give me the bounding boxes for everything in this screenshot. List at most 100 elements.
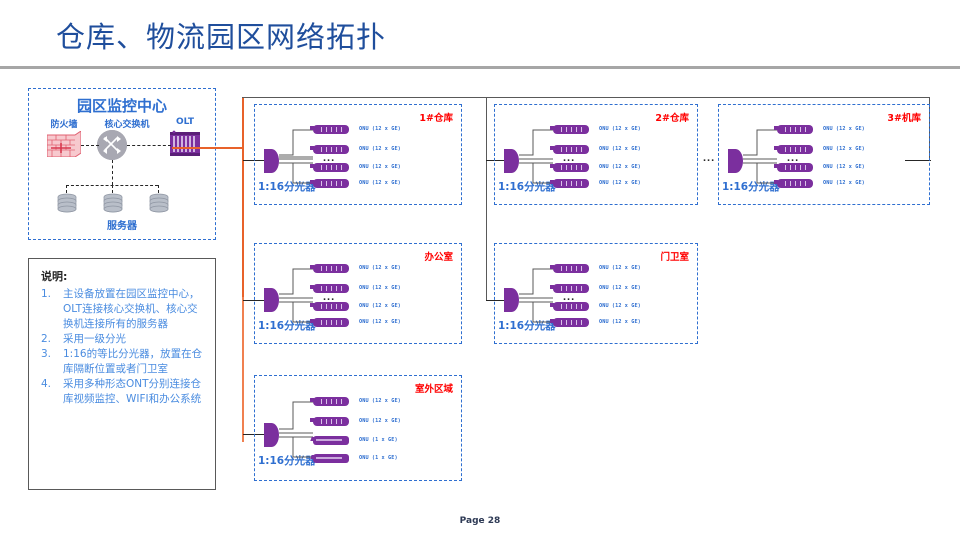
olt-label: OLT — [175, 117, 195, 127]
note-item: 3. 1:16的等比分光器，放置在仓库隔断位置或者门卫室 — [41, 347, 207, 377]
monitoring-center-title: 园区监控中心 — [76, 97, 167, 115]
ont-device — [550, 284, 589, 293]
ont-label: ONU (12 x GE) — [359, 303, 401, 309]
ont-device — [550, 163, 589, 172]
zone-chain-ellipsis: ... — [703, 152, 716, 164]
ont-device — [310, 302, 349, 311]
ont-device — [774, 163, 813, 172]
title-divider — [0, 66, 960, 69]
note-item: 4. 采用多种形态ONT分别连接仓库视频监控、WIFI和办公系统 — [41, 377, 207, 407]
ont-ellipsis: ... — [563, 291, 576, 303]
ont-device — [550, 302, 589, 311]
ont-device-small — [310, 454, 349, 463]
feeder-guard-room — [486, 300, 512, 302]
ont-ellipsis: ... — [563, 152, 576, 164]
ont-label: ONU (12 x GE) — [599, 265, 641, 271]
server-drop-1 — [66, 185, 67, 193]
note-text: 采用一级分光 — [63, 333, 126, 345]
ont-label: ONU (12 x GE) — [359, 180, 401, 186]
zone-warehouse-1: 1#仓库 1:16分光器 ... ONU (12 x GE) ONU (12 x… — [254, 104, 462, 205]
ont-device — [310, 284, 349, 293]
zone-bus-top — [242, 97, 930, 99]
ont-device — [310, 397, 349, 406]
ont-label: ONU (12 x GE) — [359, 146, 401, 152]
zone-title: 室外区域 — [414, 384, 453, 395]
splitter-icon — [728, 149, 743, 173]
splitter-label: 1:16分光器 — [498, 181, 556, 193]
note-number: 2. — [41, 333, 52, 345]
ont-label: ONU (1 x GE) — [359, 437, 398, 443]
core-switch-label: 核心交换机 — [104, 120, 150, 130]
splitter-branch-wires — [279, 401, 313, 458]
ont-device — [550, 179, 589, 188]
note-item: 2. 采用一级分光 — [41, 332, 207, 347]
splitter-label: 1:16分光器 — [258, 455, 316, 467]
splitter-icon — [264, 149, 279, 173]
feeder-warehouse-2 — [486, 160, 512, 162]
server-icon — [57, 193, 77, 217]
zone-title: 1#仓库 — [419, 113, 453, 124]
ont-label: ONU (12 x GE) — [359, 164, 401, 170]
zone-guard-room: 门卫室 1:16分光器 ... ONU (12 x GE) ONU (12 x … — [494, 243, 698, 344]
ont-device — [310, 318, 349, 327]
notes-panel: 说明: 1. 主设备放置在园区监控中心，OLT连接核心交换机、核心交换机连接所有… — [28, 258, 216, 490]
note-text: 采用多种形态ONT分别连接仓库视频监控、WIFI和办公系统 — [63, 378, 202, 405]
splitter-label: 1:16分光器 — [498, 320, 556, 332]
ont-label: ONU (12 x GE) — [359, 418, 401, 424]
splitter-icon — [504, 149, 519, 173]
ont-label: ONU (12 x GE) — [359, 285, 401, 291]
splitter-label: 1:16分光器 — [258, 181, 316, 193]
note-item: 1. 主设备放置在园区监控中心，OLT连接核心交换机、核心交换机连接所有的服务器 — [41, 287, 207, 332]
feeder-outdoor — [243, 434, 273, 436]
zone-title: 3#机库 — [887, 113, 921, 124]
zone-bus-drop-col2-lower — [486, 160, 488, 300]
server-drop-2 — [112, 185, 113, 193]
ont-ellipsis: ... — [323, 152, 336, 164]
splitter-branch-wires — [279, 268, 313, 323]
ont-device — [550, 145, 589, 154]
zone-bus-drop-col2 — [486, 97, 488, 160]
ont-ellipsis: ... — [323, 291, 336, 303]
ont-label: ONU (12 x GE) — [823, 146, 865, 152]
splitter-branch-wires — [279, 129, 313, 184]
ont-device — [550, 125, 589, 134]
ont-label: ONU (12 x GE) — [359, 319, 401, 325]
ont-device — [550, 264, 589, 273]
ont-label: ONU (12 x GE) — [599, 303, 641, 309]
server-icon — [103, 193, 123, 217]
olt-icon — [170, 130, 200, 156]
ont-device — [550, 318, 589, 327]
feeder-office — [243, 300, 273, 302]
splitter-branch-wires — [519, 129, 553, 184]
ont-device — [310, 179, 349, 188]
zone-title: 门卫室 — [660, 252, 689, 263]
note-number: 3. — [41, 348, 52, 360]
note-text: 1:16的等比分光器，放置在仓库隔断位置或者门卫室 — [63, 348, 203, 375]
ont-label: ONU (12 x GE) — [359, 265, 401, 271]
switch-olt-link — [127, 145, 171, 146]
ont-label: ONU (12 x GE) — [599, 164, 641, 170]
ont-ellipsis: ... — [787, 152, 800, 164]
server-icon — [149, 193, 169, 217]
page-title: 仓库、物流园区网络拓扑 — [56, 20, 387, 54]
ont-label: ONU (1 x GE) — [359, 455, 398, 461]
feeder-warehouse-1 — [243, 160, 273, 162]
ont-label: ONU (12 x GE) — [599, 180, 641, 186]
ont-device — [310, 264, 349, 273]
zone-office: 办公室 1:16分光器 ... ONU (12 x GE) ONU (12 x … — [254, 243, 462, 344]
switch-servers-drop — [112, 160, 113, 185]
splitter-branch-wires — [743, 129, 777, 184]
ont-label: ONU (12 x GE) — [599, 126, 641, 132]
server-drop-3 — [158, 185, 159, 193]
zone-warehouse-2: 2#仓库 1:16分光器 ... ONU (12 x GE) ONU (12 x… — [494, 104, 698, 205]
page-footer: Page 28 — [459, 516, 501, 526]
note-number: 1. — [41, 288, 52, 300]
ont-device — [310, 417, 349, 426]
ont-label: ONU (12 x GE) — [823, 180, 865, 186]
splitter-icon — [504, 288, 519, 312]
zone-title: 2#仓库 — [655, 113, 689, 124]
ont-device — [774, 179, 813, 188]
zone-hangar-3: 3#机库 1:16分光器 ... ONU (12 x GE) ONU (12 x… — [718, 104, 930, 205]
ont-label: ONU (12 x GE) — [823, 164, 865, 170]
olt-trunk-riser-top — [242, 97, 244, 297]
